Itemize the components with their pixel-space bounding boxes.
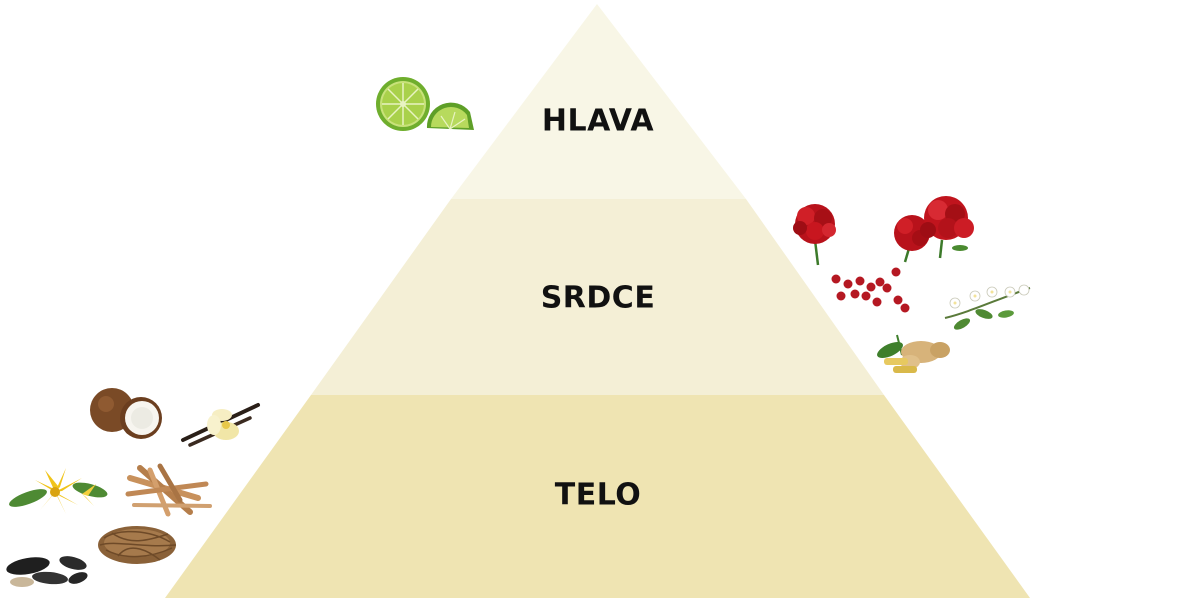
tonka-beans-icon (6, 556, 88, 587)
vanilla-flower-icon (181, 403, 260, 447)
tier-heart-label: SRDCE (540, 280, 656, 316)
tier-heart-shape (311, 199, 884, 395)
red-carnation-cluster-icon (894, 196, 974, 263)
tier-base-shape (165, 395, 1030, 598)
jasmine-branch-icon (944, 284, 1031, 330)
lime-icon (376, 77, 474, 131)
tier-head-shape (451, 4, 746, 199)
ylang-ylang-flower-icon (9, 468, 108, 514)
coconut-icon (90, 388, 162, 439)
carnation-icon (793, 204, 836, 266)
tier-base-label: TELO (554, 477, 642, 513)
vetiver-root-icon (98, 526, 177, 564)
tier-head-label: HLAVA (541, 103, 655, 139)
red-berries-icon (831, 267, 910, 313)
sandalwood-sticks-icon (125, 463, 212, 517)
ginger-root-icon (877, 334, 950, 373)
